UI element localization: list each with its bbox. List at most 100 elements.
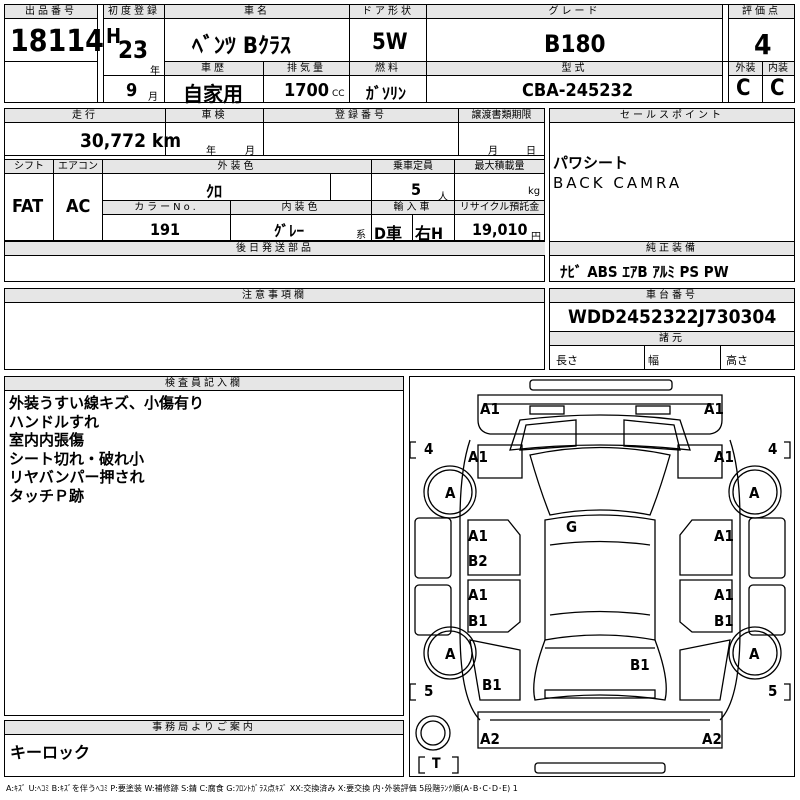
mark-b1-door-right-2: B1 (714, 612, 734, 630)
regno-label: 登録番号 (264, 109, 458, 123)
tire-front-left: 4 (424, 440, 434, 458)
reg-month: 9 (126, 80, 138, 101)
spec-label: 諸元 (550, 331, 794, 346)
equipment: ﾅﾋﾞ ABS ｴｱB ｱﾙﾐ PS PW (560, 263, 729, 281)
mark-a1-door-right-1: A1 (714, 527, 734, 545)
tire-rear-right: 5 (768, 682, 778, 700)
mark-wheel-fl: A (445, 484, 456, 502)
mark-a1-front-right: A1 (704, 400, 724, 418)
ac-label: エアコン (54, 160, 102, 174)
mark-wheel-rr: A (749, 645, 760, 663)
grade-label: グレード (427, 5, 722, 19)
mark-b1-rear: B1 (630, 656, 650, 674)
spec-height: 高さ (726, 354, 748, 367)
colorno-label: カラーNo. (103, 201, 230, 215)
chassis-number: WDD2452322J730304 (568, 306, 777, 328)
mark-a2-rear-left: A2 (480, 730, 500, 748)
chassis-label: 車台番号 (550, 289, 794, 303)
inspector-line: シート切れ・破れ小 (9, 449, 145, 468)
mark-a1-door-left-2: A1 (468, 586, 488, 604)
header-block (4, 4, 795, 103)
lot-number: 18114 (10, 24, 104, 59)
model-code: CBA-245232 (522, 80, 634, 101)
import-label: 輸入車 (372, 201, 454, 215)
mark-a1-door-right-2: A1 (714, 586, 734, 604)
sales-line-1: パワシート (553, 154, 629, 172)
legend-footer: A:ｷｽﾞ U:ﾍｺﾐ B:ｷｽﾞを伴うﾍｺﾐ P:要塗装 W:補修跡 S:錆 … (6, 784, 518, 793)
name-label: 車名 (165, 5, 349, 19)
int-color: ｸﾞﾚｰ (274, 222, 305, 240)
office-note: キーロック (10, 743, 91, 762)
mark-a1-front-left: A1 (480, 400, 500, 418)
notes-block (4, 288, 545, 370)
transfer-day-unit: 日 (526, 146, 536, 157)
office-label: 事務局よりご案内 (5, 721, 403, 735)
int-label: 内装 (762, 62, 794, 76)
first-reg-label: 初度登録 (104, 5, 164, 19)
mark-b1-door-left-2: B1 (468, 612, 488, 630)
ext-score: C (736, 76, 751, 101)
cc-unit: CC (332, 89, 345, 99)
shift-label: シフト (5, 160, 53, 174)
sales-block (549, 108, 795, 282)
mark-b2-door-left-1: B2 (468, 552, 488, 570)
sales-line-2: BACK CAMRA (553, 174, 683, 192)
era: H (106, 24, 122, 48)
reg-year: 23 (118, 36, 149, 64)
notes-label: 注意事項欄 (5, 289, 544, 303)
inspector-line: リヤバンパー押され (9, 468, 145, 486)
spec-width: 幅 (648, 354, 659, 367)
score-label: 評価点 (729, 5, 794, 19)
inspector-line: ハンドルすれ (9, 412, 100, 431)
intcolor-label: 内装色 (231, 201, 371, 215)
mark-wheel-fr: A (749, 484, 760, 502)
recycle-fee: 19,010 (472, 220, 528, 239)
chassis-block (549, 288, 795, 370)
transfer-label: 譲渡書類期限 (459, 109, 544, 123)
seats-unit: 人 (438, 192, 448, 203)
sales-label: セールスポイント (550, 109, 794, 123)
intcolor-unit: 系 (356, 230, 366, 241)
shift: FAT (12, 196, 44, 217)
detail-block (4, 108, 545, 282)
inspector-line: タッチＰ跡 (9, 486, 85, 505)
history: 自家用 (183, 82, 243, 106)
inspector-label: 検査員記入欄 (5, 377, 403, 391)
color-label: 外装色 (103, 160, 371, 174)
import-maker: D車 (374, 224, 402, 243)
damage-diagram (409, 376, 795, 777)
mark-a1-fender-left: A1 (468, 448, 488, 466)
later-parts-label: 後日発送部品 (5, 242, 545, 256)
ext-label: 外装 (729, 62, 762, 76)
fuel-label: 燃料 (350, 62, 426, 76)
spec-length: 長さ (556, 354, 578, 367)
ext-color: ｸﾛ (206, 182, 223, 201)
seats: 5 (411, 180, 422, 199)
transfer-month-unit: 月 (488, 146, 498, 157)
inspector-notes: 外装うすい線キズ、小傷有り ハンドルすれ 室内内張傷 シート切れ・破れ小 リヤバ… (9, 394, 204, 505)
displacement: 1700 (284, 80, 330, 101)
month-unit: 月 (148, 92, 158, 103)
score: 4 (754, 28, 772, 61)
grade: B180 (544, 30, 606, 58)
inspector-line: 外装うすい線キズ、小傷有り (9, 394, 205, 412)
inspector-line: 室内内張傷 (9, 431, 85, 449)
door-type: 5W (372, 30, 408, 55)
recycle-label: リサイクル預託金 (455, 201, 544, 215)
insp-year-unit: 年 (206, 146, 216, 157)
tire-front-right: 4 (768, 440, 778, 458)
door-label: ドア形状 (350, 5, 426, 19)
tire-rear-left: 5 (424, 682, 434, 700)
seats-label: 乗車定員 (372, 160, 454, 174)
mileage: 30,772 km (80, 130, 182, 152)
mark-b1-quarter-left: B1 (482, 676, 502, 694)
model-label: 型式 (427, 62, 722, 76)
mark-a1-door-left-1: A1 (468, 527, 488, 545)
inspection-label: 車検 (166, 109, 263, 123)
cc-label: 排気量 (264, 62, 349, 76)
load-unit: kg (528, 186, 541, 197)
mark-a1-fender-right: A1 (714, 448, 734, 466)
ac: AC (66, 196, 91, 217)
int-score: C (770, 76, 785, 101)
lot-label: 出品番号 (5, 5, 97, 19)
